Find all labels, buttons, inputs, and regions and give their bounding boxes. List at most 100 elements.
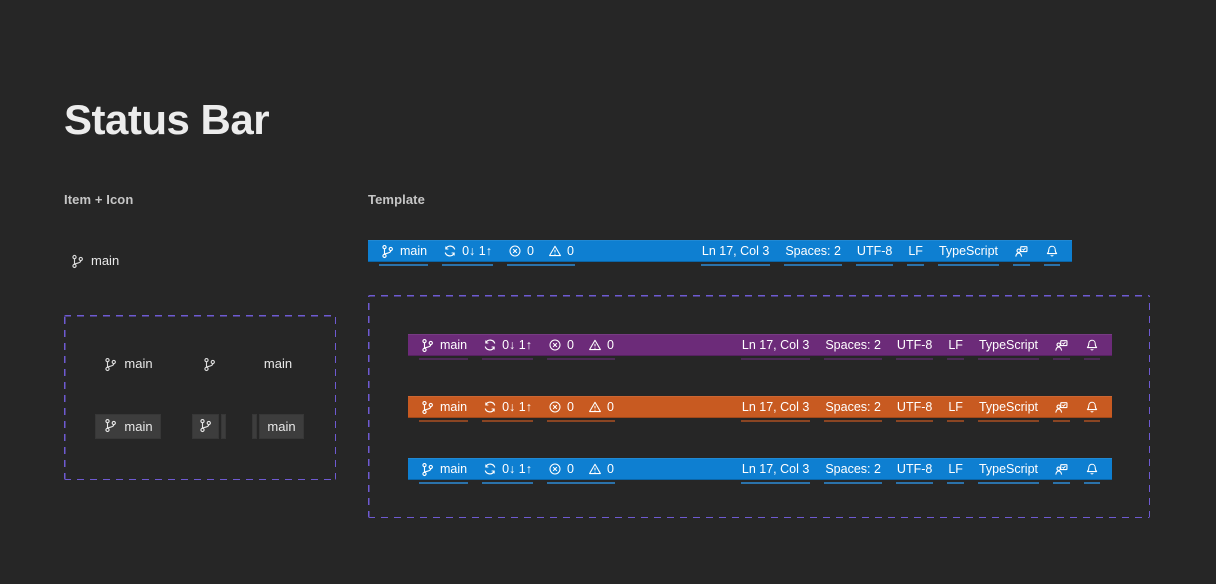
statusbar-item-notifications[interactable] bbox=[1077, 458, 1107, 484]
bell-icon bbox=[1085, 462, 1099, 476]
feedback-icon bbox=[1054, 462, 1069, 477]
statusbar-slot-purple: main 0↓ 1↑ bbox=[408, 334, 1112, 360]
feedback-icon bbox=[1014, 244, 1029, 259]
statusbar-item-branch[interactable]: main bbox=[412, 334, 475, 360]
variant-icon-only[interactable] bbox=[202, 353, 217, 375]
item-variants-box: main main bbox=[64, 315, 336, 480]
statusbar-item-eol[interactable]: LF bbox=[900, 240, 931, 266]
bell-icon bbox=[1085, 338, 1099, 352]
variant-icon-label-hover[interactable]: main bbox=[95, 414, 161, 439]
statusbar-item-branch[interactable]: main bbox=[412, 458, 475, 484]
statusbar-item-eol[interactable]: LF bbox=[940, 396, 971, 422]
statusbar-item-cursor-position[interactable]: Ln 17, Col 3 bbox=[694, 240, 777, 266]
statusbar-item-preview[interactable]: main bbox=[70, 250, 119, 272]
warning-icon bbox=[548, 244, 562, 258]
statusbar-item-feedback[interactable] bbox=[1046, 458, 1077, 484]
feedback-icon bbox=[1054, 400, 1069, 415]
error-count: 0 bbox=[566, 338, 574, 352]
statusbar-item-notifications[interactable] bbox=[1077, 334, 1107, 360]
statusbar-item-cursor-position[interactable]: Ln 17, Col 3 bbox=[734, 458, 817, 484]
statusbar-left-group: main 0↓ 1↑ bbox=[408, 458, 622, 484]
statusbar-item-indentation[interactable]: Spaces: 2 bbox=[817, 334, 889, 360]
statusbar-item-indentation[interactable]: Spaces: 2 bbox=[817, 458, 889, 484]
error-icon bbox=[508, 244, 522, 258]
statusbar-item-language[interactable]: TypeScript bbox=[931, 240, 1006, 266]
variant-icon-only-hover[interactable] bbox=[192, 414, 219, 439]
warning-count: 0 bbox=[606, 338, 614, 352]
indentation-label: Spaces: 2 bbox=[825, 338, 881, 352]
statusbar-item-notifications[interactable] bbox=[1037, 240, 1067, 266]
statusbar-item-sync[interactable]: 0↓ 1↑ bbox=[475, 334, 540, 360]
sync-label: 0↓ 1↑ bbox=[502, 400, 532, 414]
variant-label-only-hover[interactable]: main bbox=[259, 414, 304, 439]
statusbar-item-feedback[interactable] bbox=[1046, 396, 1077, 422]
sync-label: 0↓ 1↑ bbox=[502, 462, 532, 476]
sync-label: 0↓ 1↑ bbox=[462, 244, 492, 258]
statusbar-item-problems[interactable]: 0 0 bbox=[540, 396, 622, 422]
encoding-label: UTF-8 bbox=[896, 400, 933, 414]
error-icon bbox=[548, 462, 562, 476]
status-bar: main 0↓ 1↑ bbox=[408, 396, 1112, 422]
statusbar-item-indentation[interactable]: Spaces: 2 bbox=[817, 396, 889, 422]
statusbar-item-encoding[interactable]: UTF-8 bbox=[889, 396, 940, 422]
statusbar-item-language[interactable]: TypeScript bbox=[971, 334, 1046, 360]
status-bar: main 0↓ 1↑ bbox=[408, 458, 1112, 484]
statusbar-item-problems[interactable]: 0 0 bbox=[500, 240, 582, 266]
variant-icon-label[interactable]: main bbox=[103, 353, 153, 375]
collapsed-icon-slot bbox=[252, 414, 258, 439]
statusbar-item-feedback[interactable] bbox=[1006, 240, 1037, 266]
statusbar-item-cursor-position[interactable]: Ln 17, Col 3 bbox=[734, 334, 817, 360]
bell-icon bbox=[1045, 244, 1059, 258]
cursor-position-label: Ln 17, Col 3 bbox=[701, 244, 770, 258]
statusbar-item-problems[interactable]: 0 0 bbox=[540, 334, 622, 360]
eol-label: LF bbox=[948, 462, 963, 476]
statusbar-item-branch[interactable]: main bbox=[412, 396, 475, 422]
statusbar-item-cursor-position[interactable]: Ln 17, Col 3 bbox=[734, 396, 817, 422]
variants-row-hover: main main bbox=[88, 414, 322, 439]
git-branch-icon bbox=[202, 357, 217, 372]
statusbar-item-feedback[interactable] bbox=[1046, 334, 1077, 360]
statusbar-item-notifications[interactable] bbox=[1077, 396, 1107, 422]
statusbar-left-group: main 0↓ 1↑ bbox=[408, 334, 622, 360]
git-branch-icon bbox=[103, 357, 118, 372]
template-variants-box: main 0↓ 1↑ bbox=[368, 295, 1150, 518]
sync-icon bbox=[483, 462, 497, 476]
git-branch-icon bbox=[198, 418, 213, 436]
item-label: main bbox=[267, 419, 296, 434]
sync-label: 0↓ 1↑ bbox=[502, 338, 532, 352]
statusbar-item-eol[interactable]: LF bbox=[940, 458, 971, 484]
statusbar-item-encoding[interactable]: UTF-8 bbox=[889, 458, 940, 484]
statusbar-item-sync[interactable]: 0↓ 1↑ bbox=[475, 396, 540, 422]
statusbar-item-sync[interactable]: 0↓ 1↑ bbox=[475, 458, 540, 484]
eol-label: LF bbox=[948, 400, 963, 414]
statusbar-item-eol[interactable]: LF bbox=[940, 334, 971, 360]
statusbar-item-encoding[interactable]: UTF-8 bbox=[889, 334, 940, 360]
statusbar-item-sync[interactable]: 0↓ 1↑ bbox=[435, 240, 500, 266]
eol-label: LF bbox=[908, 244, 923, 258]
warning-count: 0 bbox=[606, 400, 614, 414]
git-branch-icon bbox=[420, 462, 435, 477]
language-label: TypeScript bbox=[978, 338, 1038, 352]
cursor-position-label: Ln 17, Col 3 bbox=[741, 462, 810, 476]
encoding-label: UTF-8 bbox=[856, 244, 893, 258]
statusbar-item-language[interactable]: TypeScript bbox=[971, 458, 1046, 484]
statusbar-item-problems[interactable]: 0 0 bbox=[540, 458, 622, 484]
template-statusbar-slot: main 0↓ 1↑ bbox=[368, 240, 1072, 266]
branch-label: main bbox=[400, 244, 428, 258]
item-label: main bbox=[124, 356, 153, 371]
indentation-label: Spaces: 2 bbox=[825, 462, 881, 476]
language-label: TypeScript bbox=[978, 400, 1038, 414]
variants-row-default: main main bbox=[88, 353, 322, 375]
statusbar-item-encoding[interactable]: UTF-8 bbox=[849, 240, 900, 266]
language-label: TypeScript bbox=[978, 462, 1038, 476]
item-label: main bbox=[91, 253, 120, 268]
status-bar: main 0↓ 1↑ bbox=[408, 334, 1112, 360]
statusbar-slot-blue: main 0↓ 1↑ bbox=[408, 458, 1112, 484]
statusbar-item-branch[interactable]: main bbox=[372, 240, 435, 266]
variant-label-only[interactable]: main bbox=[264, 353, 292, 375]
statusbar-left-group: main 0↓ 1↑ bbox=[368, 240, 582, 266]
statusbar-item-language[interactable]: TypeScript bbox=[971, 396, 1046, 422]
error-icon bbox=[548, 338, 562, 352]
statusbar-item-indentation[interactable]: Spaces: 2 bbox=[777, 240, 849, 266]
sync-icon bbox=[443, 244, 457, 258]
